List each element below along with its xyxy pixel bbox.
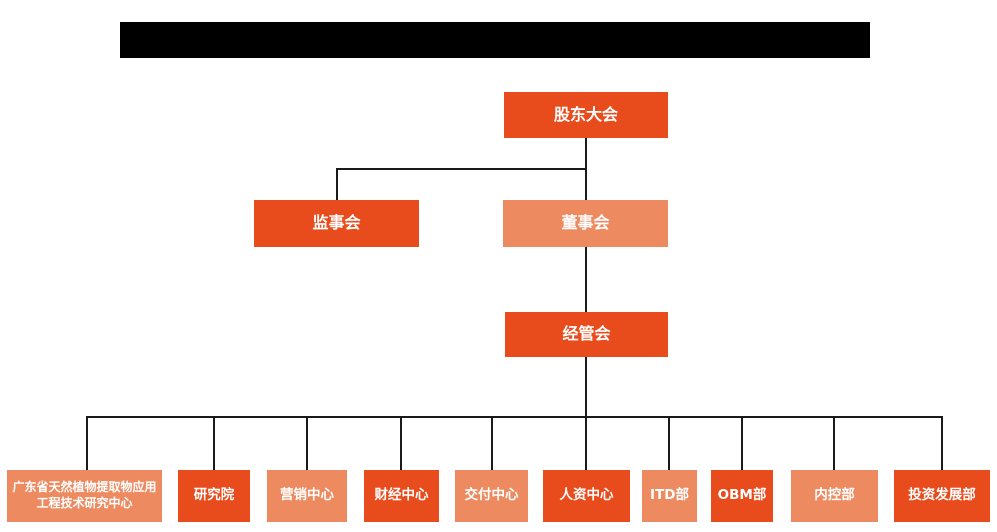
connector-drop-internal-control-dept <box>833 418 835 470</box>
org-node-delivery-center: 交付中心 <box>455 470 528 522</box>
org-node-investment-dev-dept: 投资发展部 <box>894 470 990 522</box>
org-node-itd-dept: ITD部 <box>642 470 697 522</box>
node-label-research-institute: 研究院 <box>193 487 235 504</box>
node-label-obm-dept: OBM部 <box>717 487 767 504</box>
connector-drop-marketing-center <box>306 418 308 470</box>
connector-drop-delivery-center <box>491 418 493 470</box>
org-node-internal-control-dept: 内控部 <box>791 470 878 522</box>
connector-departments-horizontal <box>86 416 943 418</box>
connector-drop-finance-center <box>400 418 402 470</box>
redacted-title-bar <box>120 22 870 58</box>
org-node-obm-dept: OBM部 <box>711 470 773 522</box>
connector-drop-research-institute <box>213 418 215 470</box>
connector-drop-hr-center <box>585 418 587 470</box>
connector-drop-investment-dev-dept <box>941 418 943 470</box>
node-label-management-committee: 经管会 <box>562 324 611 344</box>
connector-to-supervisory <box>336 170 338 200</box>
connector-drop-research-center <box>86 418 88 470</box>
connector-drop-obm-dept <box>741 418 743 470</box>
org-node-management-committee: 经管会 <box>505 312 668 357</box>
node-label-supervisory-board: 监事会 <box>312 213 361 233</box>
node-label-research-center: 广东省天然植物提取物应用工程技术研究中心 <box>12 480 157 510</box>
node-label-finance-center: 财经中心 <box>374 487 429 504</box>
node-label-itd-dept: ITD部 <box>650 487 689 504</box>
node-label-hr-center: 人资中心 <box>559 487 614 504</box>
org-node-marketing-center: 营销中心 <box>267 470 347 522</box>
connector-tier2-horizontal <box>336 168 587 170</box>
org-node-board-of-directors: 董事会 <box>503 200 668 247</box>
node-label-board-of-directors: 董事会 <box>561 213 610 233</box>
org-node-shareholders-meeting: 股东大会 <box>504 92 668 138</box>
node-label-internal-control-dept: 内控部 <box>814 487 855 504</box>
node-label-investment-dev-dept: 投资发展部 <box>908 487 976 504</box>
connector-drop-itd-dept <box>668 418 670 470</box>
node-label-delivery-center: 交付中心 <box>464 487 519 504</box>
org-node-research-center: 广东省天然植物提取物应用工程技术研究中心 <box>7 470 162 522</box>
connector-board-to-management <box>585 247 587 312</box>
org-node-finance-center: 财经中心 <box>364 470 439 522</box>
org-node-research-institute: 研究院 <box>178 470 250 522</box>
org-node-supervisory-board: 监事会 <box>254 200 419 247</box>
connector-management-down <box>585 357 587 416</box>
org-node-hr-center: 人资中心 <box>543 470 630 522</box>
node-label-marketing-center: 营销中心 <box>280 487 334 504</box>
node-label-shareholders-meeting: 股东大会 <box>553 104 618 124</box>
